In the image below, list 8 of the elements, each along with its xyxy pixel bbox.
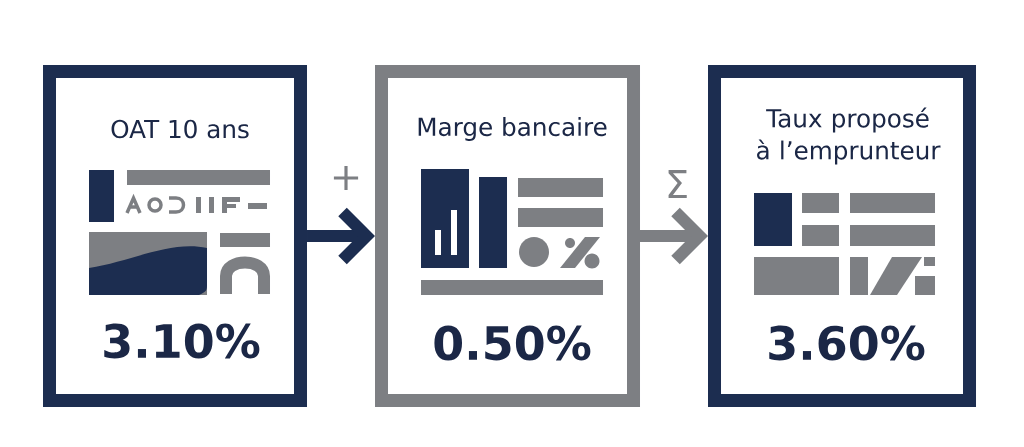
heading: Taux proposé à l’emprunteur [757, 107, 941, 165]
percentage-value: 3.10% [104, 323, 260, 359]
edge-label: Σ [668, 169, 687, 199]
percentage-value: 0.50% [434, 325, 591, 361]
edge-label: + [333, 165, 359, 191]
heading: OAT 10 ans [111, 119, 249, 139]
percentage-value: 3.60% [769, 325, 925, 361]
heading: Marge bancaire [418, 117, 607, 141]
